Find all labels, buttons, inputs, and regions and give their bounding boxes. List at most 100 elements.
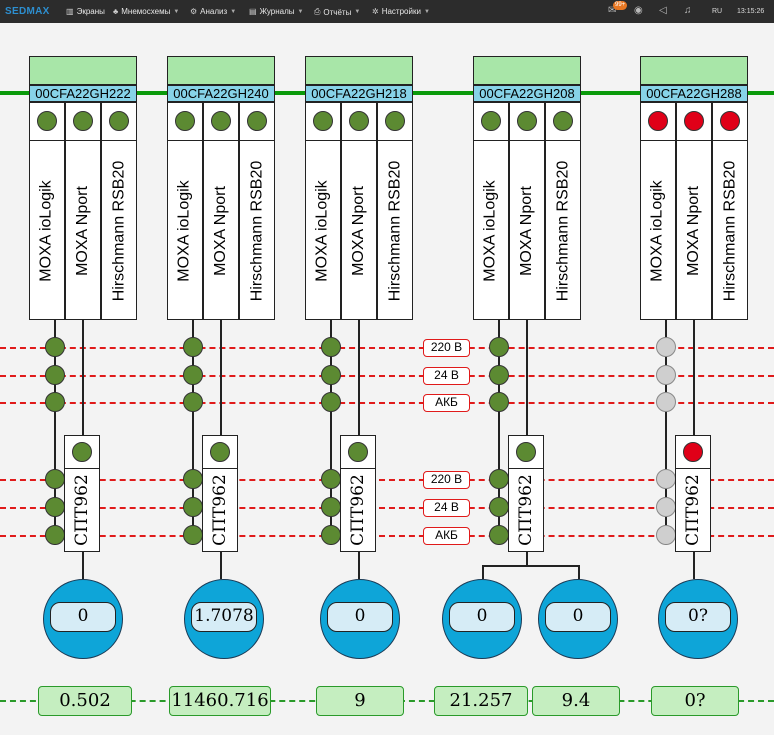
status-indicator [72, 442, 92, 462]
flow-meter[interactable]: 1.7078 [184, 579, 264, 659]
power-line-battery-lower [0, 535, 774, 537]
spt-controller[interactable]: СПТ962 [675, 435, 711, 552]
device-name-wrapper: Hirschmann RSB20 [546, 143, 580, 319]
status-indicator [348, 442, 368, 462]
device-block[interactable]: MOXA Nport [203, 102, 239, 320]
device-name: Hirschmann RSB20 [721, 160, 738, 302]
total-value[interactable]: 21.257 [434, 686, 528, 716]
device-block[interactable]: MOXA ioLogik [640, 102, 676, 320]
bell-icon[interactable]: ♫ [684, 5, 692, 16]
cabinet-id-label[interactable]: 00CFA22GH222 [29, 85, 137, 102]
spt-controller[interactable]: СПТ962 [508, 435, 544, 552]
device-block[interactable]: MOXA ioLogik [305, 102, 341, 320]
menu-mnemonics[interactable]: ♣ Мнемосхемы ▼ [113, 7, 179, 16]
device-block[interactable]: MOXA ioLogik [29, 102, 65, 320]
wire [220, 552, 222, 579]
flow-meter[interactable]: 0 [320, 579, 400, 659]
cabinet-id-label[interactable]: 00CFA22GH208 [473, 85, 581, 102]
divider [204, 140, 238, 141]
divider [474, 140, 508, 141]
power-line-220v-lower [0, 479, 774, 481]
gear-icon: ✲ [372, 7, 379, 16]
device-block[interactable]: MOXA ioLogik [167, 102, 203, 320]
power-node-indicator [321, 525, 341, 545]
menu-analysis-label: Анализ [200, 7, 228, 16]
cabinet-header [167, 56, 275, 85]
device-name-wrapper: MOXA ioLogik [474, 143, 508, 319]
cabinet-id-label[interactable]: 00CFA22GH240 [167, 85, 275, 102]
device-block[interactable]: Hirschmann RSB20 [377, 102, 413, 320]
power-node-indicator [45, 525, 65, 545]
meter-value: 0 [50, 602, 116, 632]
wire [54, 320, 56, 545]
spt-name-wrapper: СПТ962 [676, 469, 710, 551]
total-value[interactable]: 0? [651, 686, 739, 716]
device-block[interactable]: Hirschmann RSB20 [712, 102, 748, 320]
menu-mnemonics-label: Мнемосхемы [121, 7, 171, 16]
menu-settings[interactable]: ✲ Настройки ▼ [372, 7, 430, 16]
menu-analysis[interactable]: ⚙ Анализ ▼ [190, 7, 236, 16]
device-block[interactable]: MOXA Nport [65, 102, 101, 320]
mail-icon[interactable]: ✉ [608, 5, 617, 16]
spt-controller[interactable]: СПТ962 [340, 435, 376, 552]
device-block[interactable]: Hirschmann RSB20 [101, 102, 137, 320]
power-line-battery-upper [0, 402, 774, 404]
cabinet-header [29, 56, 137, 85]
total-value[interactable]: 9.4 [532, 686, 620, 716]
device-name: MOXA Nport [350, 186, 367, 276]
menu-reports[interactable]: ⎙ Отчёты ▼ [314, 7, 360, 17]
wire [693, 320, 695, 435]
device-name: Hirschmann RSB20 [248, 160, 265, 302]
status-indicator [349, 111, 369, 131]
device-name-wrapper: MOXA Nport [204, 143, 238, 319]
total-value[interactable]: 0.502 [38, 686, 132, 716]
volume-icon[interactable]: ◁ [659, 5, 667, 16]
device-block[interactable]: MOXA Nport [676, 102, 712, 320]
power-node-indicator [183, 497, 203, 517]
power-line-24v-upper [0, 375, 774, 377]
device-name-wrapper: MOXA ioLogik [168, 143, 202, 319]
spt-controller[interactable]: СПТ962 [202, 435, 238, 552]
device-name-wrapper: Hirschmann RSB20 [240, 143, 274, 319]
device-name-wrapper: MOXA Nport [677, 143, 711, 319]
flow-meter[interactable]: 0 [538, 579, 618, 659]
spt-name: СПТ962 [210, 474, 230, 546]
cabinet-id-label[interactable]: 00CFA22GH288 [640, 85, 748, 102]
flow-meter[interactable]: 0 [442, 579, 522, 659]
status-indicator [385, 111, 405, 131]
device-name: MOXA Nport [685, 186, 702, 276]
total-value[interactable]: 11460.716 [169, 686, 271, 716]
menu-journals[interactable]: ▤ Журналы ▼ [249, 7, 303, 16]
power-node-indicator [45, 365, 65, 385]
device-name-wrapper: Hirschmann RSB20 [713, 143, 747, 319]
language-selector[interactable]: RU [712, 8, 723, 15]
divider [641, 140, 675, 141]
wire [526, 320, 528, 435]
power-node-indicator [321, 337, 341, 357]
status-indicator [210, 442, 230, 462]
flow-meter[interactable]: 0 [43, 579, 123, 659]
device-name: MOXA ioLogik [314, 180, 332, 282]
menu-screens[interactable]: ▥ Экраны [66, 7, 105, 16]
device-block[interactable]: MOXA Nport [341, 102, 377, 320]
app-logo[interactable]: SEDMAX [5, 6, 50, 17]
eye-icon[interactable]: ◉ [634, 5, 643, 16]
flow-meter[interactable]: 0? [658, 579, 738, 659]
divider [509, 468, 543, 469]
device-block[interactable]: MOXA Nport [509, 102, 545, 320]
device-name-wrapper: MOXA Nport [66, 143, 100, 319]
cabinet-id-label[interactable]: 00CFA22GH218 [305, 85, 413, 102]
wire [482, 565, 484, 579]
device-name-wrapper: MOXA ioLogik [306, 143, 340, 319]
power-node-indicator [45, 469, 65, 489]
total-value[interactable]: 9 [316, 686, 404, 716]
spt-controller[interactable]: СПТ962 [64, 435, 100, 552]
analytics-icon: ⚙ [190, 7, 198, 16]
device-name: MOXA Nport [518, 186, 535, 276]
wire [578, 565, 580, 579]
device-block[interactable]: MOXA ioLogik [473, 102, 509, 320]
chevron-down-icon: ▼ [173, 8, 180, 15]
device-block[interactable]: Hirschmann RSB20 [239, 102, 275, 320]
device-block[interactable]: Hirschmann RSB20 [545, 102, 581, 320]
meter-value: 0 [327, 602, 393, 632]
